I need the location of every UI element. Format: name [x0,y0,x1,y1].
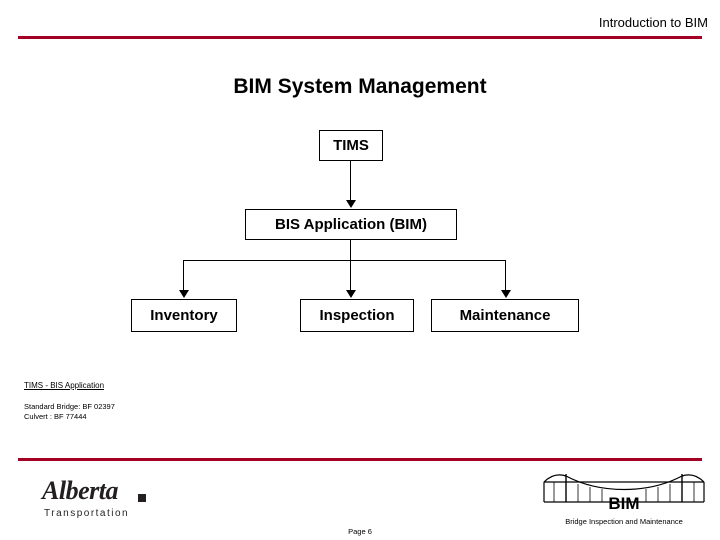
node-inventory-label: Inventory [150,307,218,324]
arrowhead-maintenance [501,290,511,298]
node-inspection: Inspection [300,299,414,332]
node-maintenance: Maintenance [431,299,579,332]
node-tims: TIMS [319,130,383,161]
connector-to-inventory [183,260,184,291]
page-number: Page 6 [348,527,372,536]
node-maintenance-label: Maintenance [459,307,551,324]
bridge-icon [543,474,705,503]
arrowhead-bis [346,200,356,208]
alberta-department-label: Transportation [44,508,130,519]
alberta-swoosh-icon [138,494,146,502]
bim-logo: BIM Bridge Inspection and Maintenance [540,472,708,532]
bim-title: BIM [608,494,640,513]
page-title: BIM System Management [233,75,487,98]
arrowhead-inventory [179,290,189,298]
header-divider [18,36,702,39]
notes-link[interactable]: TIMS - BIS Application [24,381,105,390]
notes-line-standard-bridge: Standard Bridge: BF 02397 [24,402,115,411]
connector-tims-to-bis [350,161,351,201]
connector-to-maintenance [505,260,506,291]
alberta-wordmark: Alberta [42,476,118,505]
node-inventory: Inventory [131,299,237,332]
node-tims-label: TIMS [333,137,369,154]
notes-line-culvert: Culvert : BF 77444 [24,412,87,421]
connector-to-inspection [350,260,351,291]
notes-block: Standard Bridge: BF 02397 Culvert : BF 7… [24,402,115,422]
footer-divider [18,458,702,461]
node-bis-application-label: BIS Application (BIM) [275,216,427,233]
arrowhead-inspection [346,290,356,298]
connector-bus [183,260,506,261]
alberta-transportation-logo: Alberta Transportation [42,478,162,524]
connector-bis-stub [350,240,351,260]
bim-subtitle: Bridge Inspection and Maintenance [565,517,683,526]
node-bis-application: BIS Application (BIM) [245,209,457,240]
node-inspection-label: Inspection [319,307,395,324]
header-title: Introduction to BIM [598,15,708,30]
